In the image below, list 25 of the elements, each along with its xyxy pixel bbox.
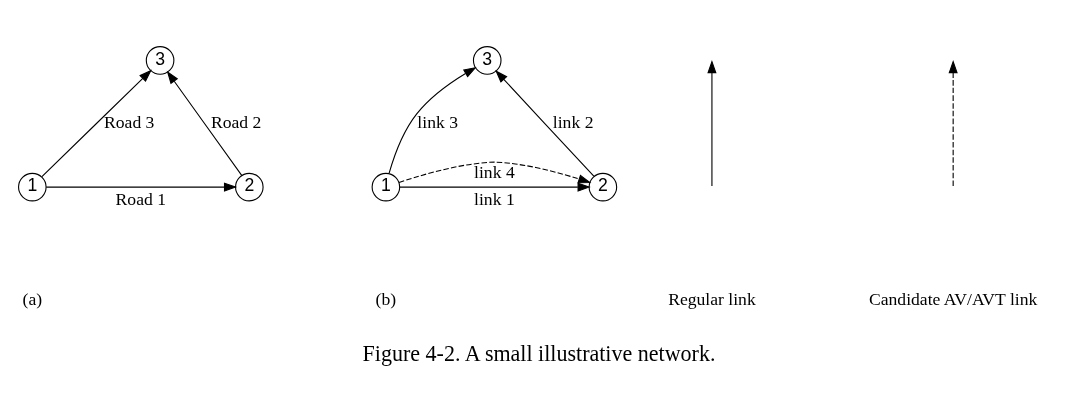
legend-label: Candidate AV/AVT link <box>869 288 1038 309</box>
arrow <box>166 70 243 176</box>
edge-label: link 3 <box>417 111 458 132</box>
node-circle: 3 <box>145 45 175 75</box>
node-circle: 1 <box>18 172 47 201</box>
label: (b) <box>375 288 397 309</box>
arrow <box>398 161 592 183</box>
caption: Figure 4-2. A small illustrative network. <box>362 340 716 366</box>
node-circle: 3 <box>472 45 502 75</box>
edge-label: Road 1 <box>115 188 167 208</box>
label: (a) <box>22 288 43 309</box>
legend-label: Regular link <box>668 288 756 309</box>
edge-label: link 1 <box>474 188 515 208</box>
arrow <box>41 69 152 177</box>
edge-label: link 4 <box>474 161 515 182</box>
node-circle: 2 <box>235 172 264 201</box>
edge-label: Road 3 <box>104 111 155 132</box>
node-circle: 1 <box>371 172 401 201</box>
edge-label: Road 2 <box>210 111 262 132</box>
arrow <box>495 69 595 177</box>
arrow <box>399 181 591 192</box>
arrow <box>45 181 238 192</box>
arrow <box>388 66 477 174</box>
node-circle: 2 <box>588 172 618 201</box>
edge-label: link 2 <box>552 111 594 132</box>
